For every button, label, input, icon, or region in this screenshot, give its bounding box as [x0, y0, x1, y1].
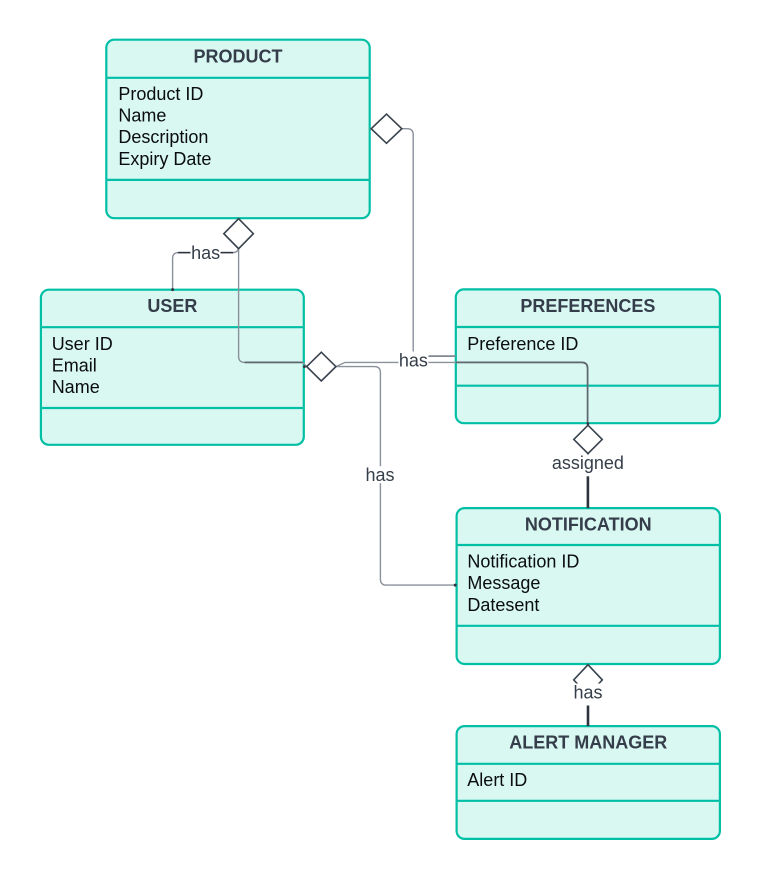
svg-text:Product ID: Product ID — [118, 84, 203, 104]
svg-text:has: has — [573, 683, 602, 703]
svg-text:Name: Name — [52, 377, 100, 397]
svg-text:User ID: User ID — [52, 334, 113, 354]
svg-text:USER: USER — [147, 296, 197, 316]
svg-text:PRODUCT: PRODUCT — [194, 46, 283, 66]
svg-text:ALERT MANAGER: ALERT MANAGER — [509, 733, 667, 753]
svg-text:Description: Description — [118, 127, 208, 147]
svg-text:Email: Email — [52, 355, 97, 375]
svg-text:Notification ID: Notification ID — [467, 552, 579, 572]
svg-text:has: has — [399, 350, 428, 370]
svg-text:Name: Name — [118, 106, 166, 126]
svg-text:has: has — [365, 465, 394, 485]
svg-text:Alert ID: Alert ID — [467, 770, 527, 790]
svg-text:NOTIFICATION: NOTIFICATION — [525, 514, 652, 534]
svg-text:has: has — [191, 243, 220, 263]
svg-text:assigned: assigned — [552, 453, 624, 473]
svg-text:Datesent: Datesent — [467, 595, 539, 615]
svg-text:Message: Message — [467, 573, 540, 593]
svg-text:Preference ID: Preference ID — [467, 334, 578, 354]
svg-text:PREFERENCES: PREFERENCES — [520, 296, 655, 316]
svg-text:Expiry Date: Expiry Date — [118, 149, 211, 169]
